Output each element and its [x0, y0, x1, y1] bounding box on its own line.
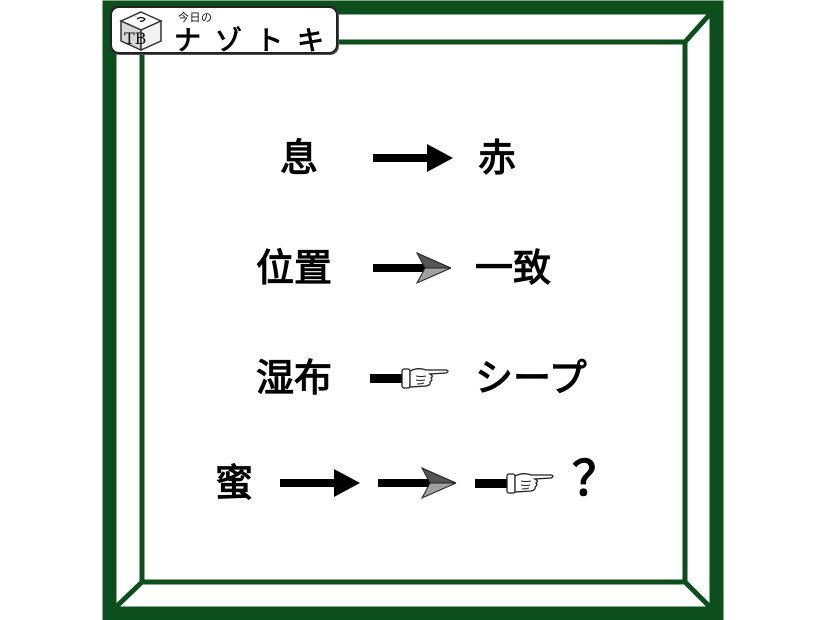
row-1-left-word: 息 [280, 136, 319, 180]
solid-arrow-icon [373, 144, 453, 172]
row-4-left-word: 蜜 [215, 461, 254, 505]
puzzle-row-3: 湿布 シープ [0, 353, 826, 403]
logo-subtitle: 今日の [178, 11, 213, 24]
row-3-left-word: 湿布 [256, 356, 333, 400]
row-2-left-word: 位置 [256, 246, 333, 290]
row-3-right-word: シープ [475, 356, 587, 400]
row-1-right-word: 赤 [478, 136, 517, 180]
gray-arrowhead-arrow-icon [373, 251, 452, 285]
svg-text:TB: TB [124, 29, 146, 48]
logo-title: ナゾトキ [174, 26, 338, 57]
svg-text:.: . [135, 12, 137, 19]
gray-arrowhead-arrow-icon [378, 466, 457, 500]
tb-cube-logo-icon: . TB [119, 11, 163, 52]
puzzle-row-1: 息 赤 [0, 133, 826, 183]
solid-arrow-icon [280, 469, 360, 497]
answer-question-mark: ？ [572, 451, 621, 507]
puzzle-row-2: 位置 一致 [0, 243, 826, 293]
logo-badge: . TB 今日の ナゾトキ [110, 6, 338, 57]
row-2-right-word: 一致 [475, 246, 552, 290]
pointing-hand-icon [370, 368, 449, 389]
puzzle-row-4: 蜜 ？ [0, 454, 826, 508]
pointing-hand-icon [475, 473, 554, 494]
